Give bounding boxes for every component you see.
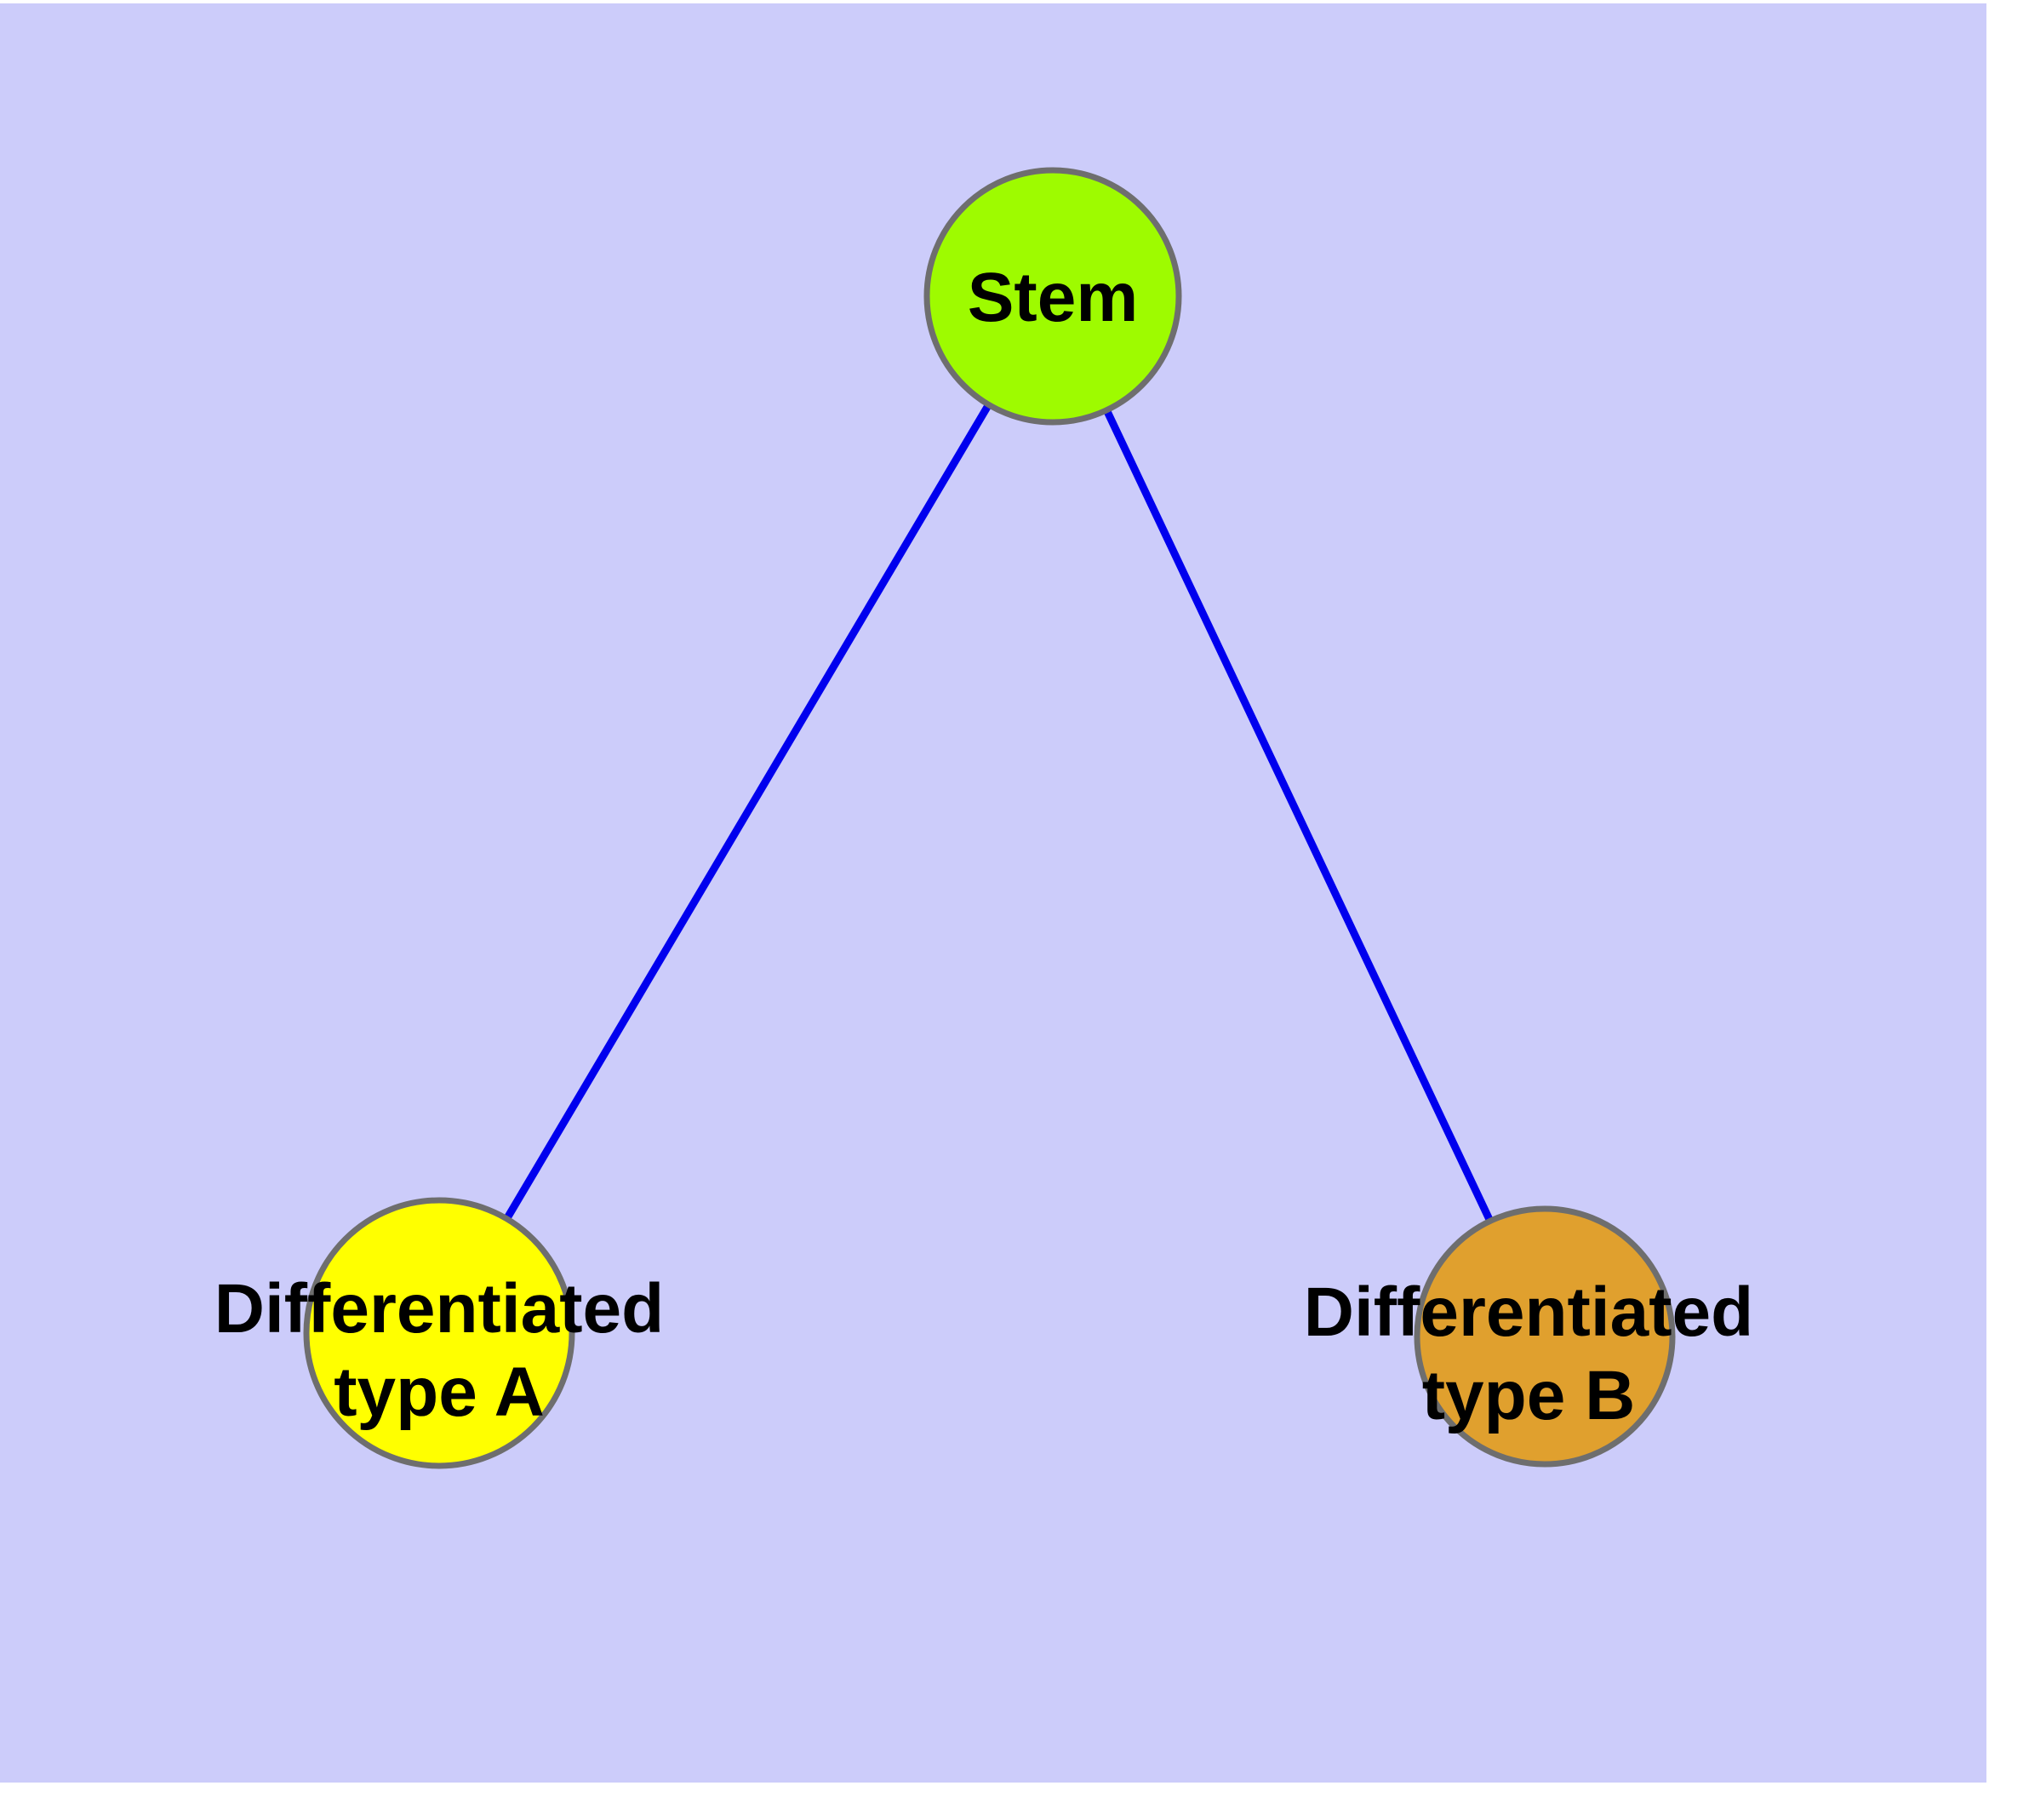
node-layer: Stem Differentiated type A Differentiate… [214,167,1754,1469]
node-differentiated-type-a[interactable]: Differentiated type A [214,1197,665,1469]
edge-stem-to-differentiated-type-b [1049,292,1549,1341]
node-stem-circle[interactable] [923,167,1182,426]
node-stem[interactable]: Stem [923,167,1182,426]
node-differentiated-type-b-label-line-2: type B [1422,1357,1636,1434]
node-differentiated-type-b-label-line-1: Differentiated [1304,1273,1754,1351]
node-differentiated-type-a-label-line-1: Differentiated [214,1270,665,1348]
node-differentiated-type-b[interactable]: Differentiated type B [1304,1205,1754,1468]
node-stem-label-line-1: Stem [968,259,1139,336]
edge-layer [435,292,1549,1341]
node-differentiated-type-b-circle[interactable] [1414,1205,1676,1468]
node-differentiated-type-a-label-line-2: type A [334,1354,545,1431]
node-differentiated-type-a-circle[interactable] [303,1197,575,1469]
edge-stem-to-differentiated-type-a [435,292,1057,1337]
